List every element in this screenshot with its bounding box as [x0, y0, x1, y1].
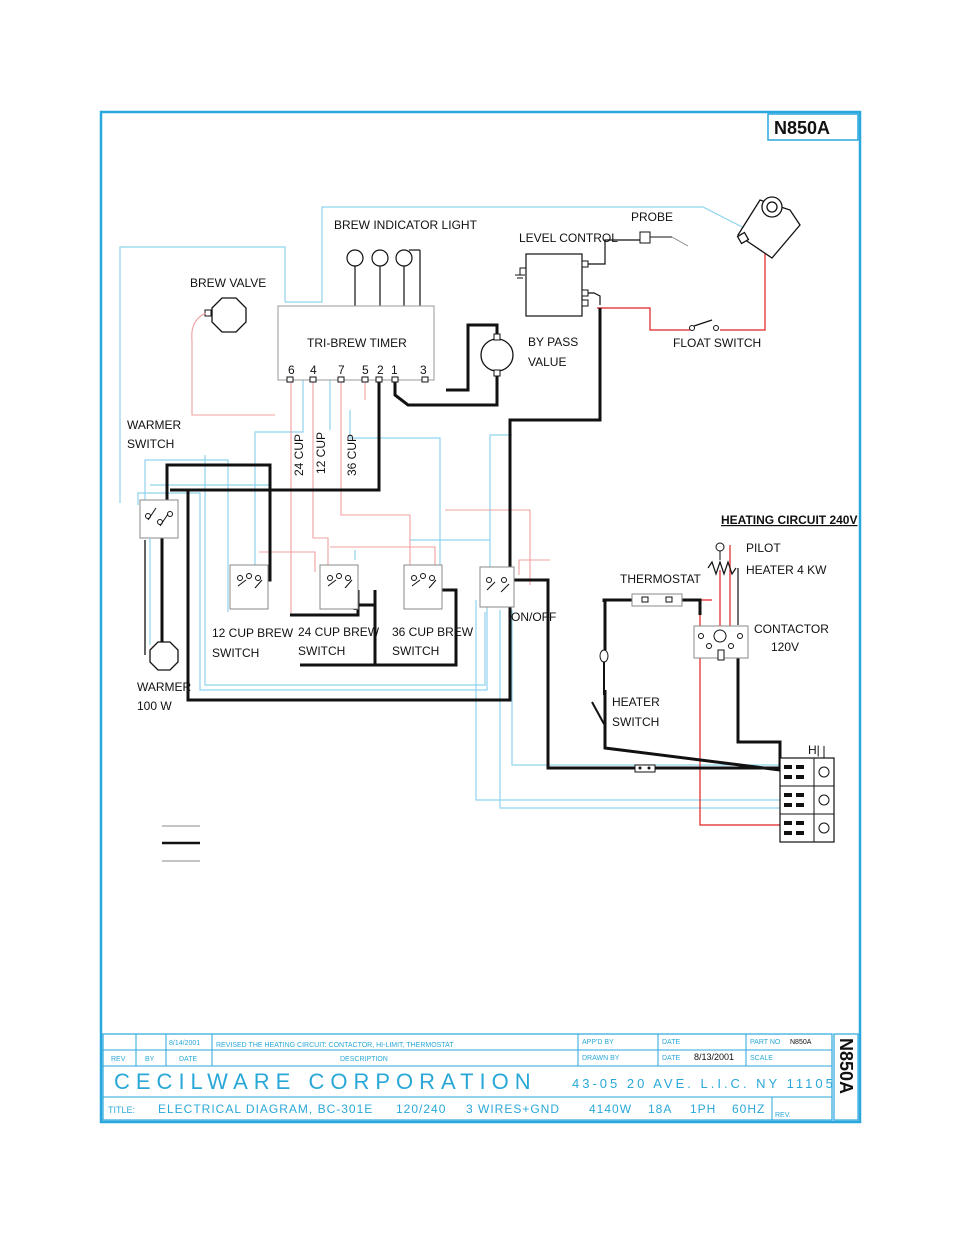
float-switch	[689, 319, 719, 331]
tb-date-label: DATE	[662, 1039, 680, 1046]
label-contactor-1: CONTACTOR	[754, 622, 829, 636]
tb-col-date: DATE	[179, 1056, 197, 1063]
tb-phase: 1PH	[690, 1102, 716, 1116]
label-tri-brew-timer: TRI-BREW TIMER	[307, 336, 407, 350]
tb-amps: 18A	[648, 1102, 672, 1116]
timer-pin-1: 1	[391, 363, 398, 377]
tb-title-label: TITLE:	[108, 1105, 135, 1115]
tb-voltage: 120/240	[396, 1102, 446, 1116]
label-sw12-1: 12 CUP BREW	[212, 626, 294, 640]
component-labels: BREW INDICATOR LIGHT LEVEL CONTROL PROBE…	[127, 210, 857, 757]
timer-pin-2: 2	[377, 363, 384, 377]
label-36-cup: 36 CUP	[345, 434, 359, 476]
on-off-switch	[479, 566, 515, 608]
label-warmer-switch-1: WARMER	[127, 418, 182, 432]
tri-brew-timer	[277, 305, 435, 383]
label-warmer-2: 100 W	[137, 699, 172, 713]
drawing-frame	[99, 110, 862, 1124]
heater-switch	[591, 649, 609, 725]
label-heater-switch-2: SWITCH	[612, 715, 659, 729]
side-part-number: N850A	[836, 1038, 856, 1094]
label-level-control: LEVEL CONTROL	[519, 231, 618, 245]
tb-part-no-value: N850A	[790, 1039, 812, 1046]
tb-title-text: ELECTRICAL DIAGRAM, BC-301E	[158, 1102, 373, 1116]
pilot-light	[715, 542, 725, 560]
wire-legend	[162, 825, 200, 862]
level-control	[515, 239, 640, 317]
brew-indicator-light	[346, 249, 421, 306]
label-heater-switch-1: HEATER	[612, 695, 660, 709]
label-12-cup: 12 CUP	[314, 432, 328, 474]
warmer-switch	[139, 499, 179, 539]
thin-wires	[119, 206, 780, 809]
tb-rev-date: 8/14/2001	[169, 1040, 200, 1047]
brew-switch-12	[229, 564, 269, 610]
warmer-element	[144, 538, 179, 671]
label-warmer-1: WARMER	[137, 680, 192, 694]
timer-pin-4: 4	[310, 363, 317, 377]
tb-corporation: CECILWARE CORPORATION	[114, 1069, 537, 1094]
timer-pin-3: 3	[420, 363, 427, 377]
timer-pin-5: 5	[362, 363, 369, 377]
label-sw12-2: SWITCH	[212, 646, 259, 660]
tb-drawn-date-label: DATE	[662, 1055, 680, 1062]
terminal-block	[779, 746, 835, 843]
inline-connector	[634, 764, 656, 773]
tb-watts: 4140W	[589, 1102, 632, 1116]
label-heating-circuit: HEATING CIRCUIT 240V	[721, 513, 857, 527]
label-on-off: ON/OFF	[511, 610, 556, 624]
label-warmer-switch-2: SWITCH	[127, 437, 174, 451]
label-contactor-2: 120V	[771, 640, 799, 654]
tb-drawn-by: DRAWN BY	[582, 1055, 620, 1062]
tb-rev-description: REVISED THE HEATING CIRCUIT: CONTACTOR, …	[216, 1042, 454, 1049]
tb-rev-label: REV.	[775, 1112, 791, 1119]
label-probe: PROBE	[631, 210, 673, 224]
timer-pin-7: 7	[338, 363, 345, 377]
part-number-badge: N850A	[767, 113, 859, 141]
title-block: 8/14/2001 REVISED THE HEATING CIRCUIT: C…	[102, 1033, 859, 1121]
label-thermostat: THERMOSTAT	[620, 572, 702, 586]
label-sw36-2: SWITCH	[392, 644, 439, 658]
brew-switch-36	[403, 564, 443, 610]
label-by-pass-2: VALUE	[528, 355, 566, 369]
tb-wires: 3 WIRES+GND	[466, 1102, 560, 1116]
brew-switch-24	[319, 564, 359, 610]
probe	[639, 231, 689, 247]
label-sw36-1: 36 CUP BREW	[392, 625, 474, 639]
thermostat	[631, 593, 683, 607]
label-float-switch: FLOAT SWITCH	[673, 336, 761, 350]
tb-scale: SCALE	[750, 1055, 773, 1062]
label-by-pass-1: BY PASS	[528, 335, 578, 349]
label-ground-symbol: H|	[808, 743, 820, 757]
pink-wires	[259, 380, 550, 615]
tb-drawn-date: 8/13/2001	[694, 1052, 734, 1062]
heater-element	[707, 560, 739, 625]
tb-col-rev: REV	[111, 1056, 126, 1063]
bypass-valve	[480, 333, 514, 377]
label-sw24-2: SWITCH	[298, 644, 345, 658]
tb-col-description: DESCRIPTION	[340, 1056, 388, 1063]
label-24-cup: 24 CUP	[292, 434, 306, 476]
inlet-valve	[736, 196, 801, 259]
part-number-badge-text: N850A	[774, 118, 830, 138]
label-brew-indicator-light: BREW INDICATOR LIGHT	[334, 218, 478, 232]
tb-address: 43-05 20 AVE. L.I.C. NY 11105	[572, 1076, 836, 1091]
tb-hz: 60HZ	[732, 1102, 765, 1116]
label-heater: HEATER 4 KW	[746, 563, 827, 577]
timer-pin-6: 6	[288, 363, 295, 377]
label-pilot: PILOT	[746, 541, 781, 555]
tb-appd-by: APP'D BY	[582, 1039, 614, 1046]
contactor	[693, 625, 749, 661]
tb-part-no-label: PART NO	[750, 1039, 781, 1046]
label-sw24-1: 24 CUP BREW	[298, 625, 380, 639]
label-brew-valve: BREW VALVE	[190, 276, 266, 290]
red-wires	[597, 252, 780, 826]
tb-col-by: BY	[145, 1056, 155, 1063]
brew-valve	[191, 297, 275, 416]
